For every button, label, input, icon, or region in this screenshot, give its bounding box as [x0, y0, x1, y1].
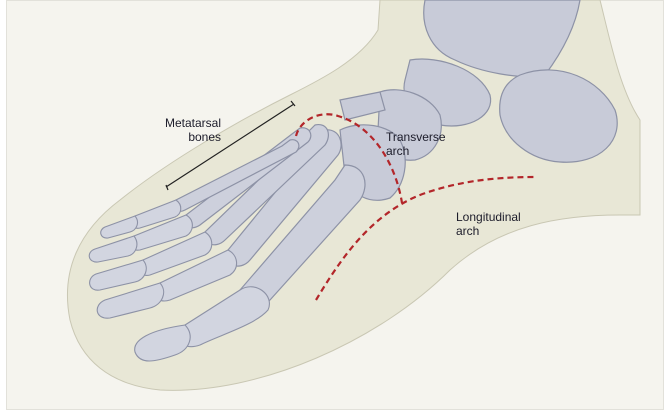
metatarsal-bracket — [165, 100, 296, 191]
label-line: bones — [188, 130, 222, 144]
label-line: arch — [386, 144, 410, 158]
label-line: Transverse — [386, 130, 446, 144]
label-line: arch — [456, 224, 480, 238]
longitudinal-arch-label: Longitudinal arch — [456, 210, 521, 238]
metatarsal-bones-label: Metatarsal bones — [165, 116, 221, 144]
phalanges — [88, 199, 270, 362]
transverse-arch-label: Transverse arch — [386, 130, 446, 158]
label-line: Metatarsal — [165, 116, 222, 130]
metatarsal-bones — [172, 123, 366, 308]
transverse-arch-line — [294, 113, 404, 204]
longitudinal-arch-line — [315, 175, 537, 301]
label-line: Longitudinal — [456, 210, 521, 224]
